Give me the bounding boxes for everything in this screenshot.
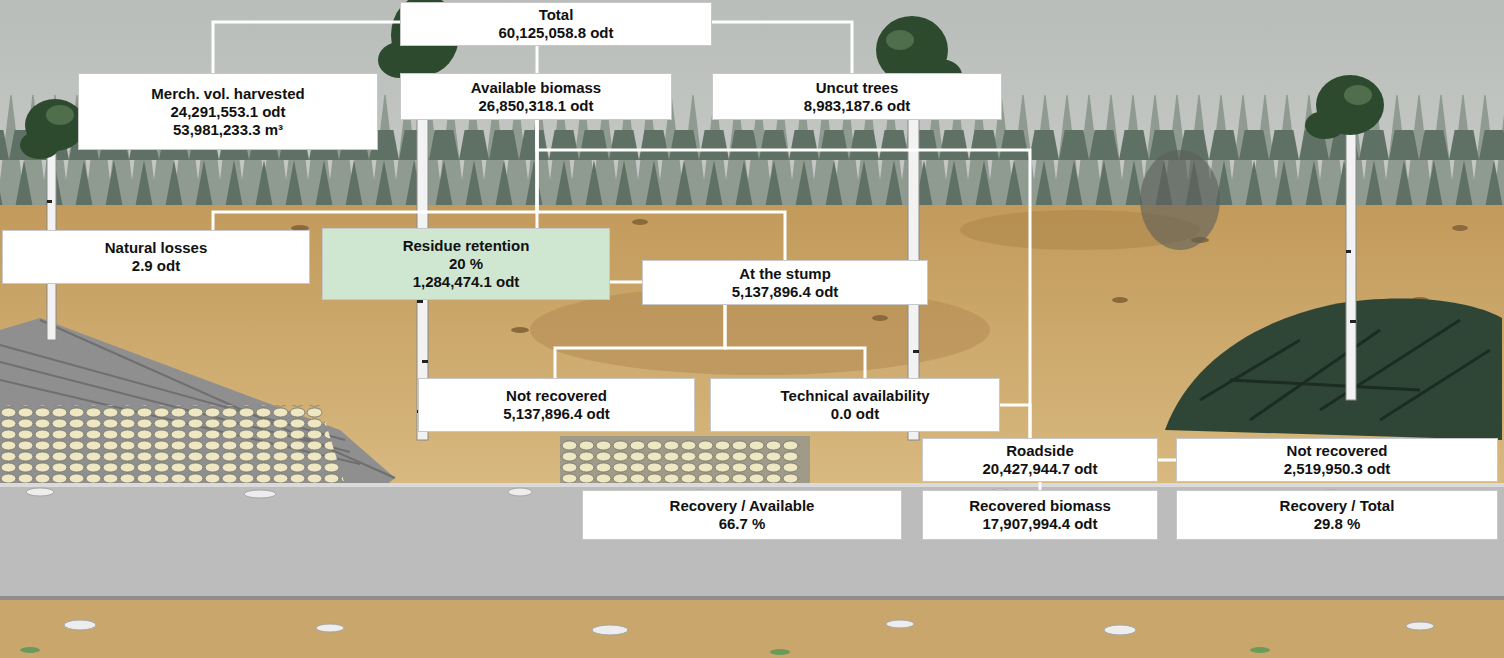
box-heading: Roadside bbox=[1006, 442, 1074, 460]
box-value: 20,427,944.7 odt bbox=[982, 460, 1097, 478]
box-value: 20 % bbox=[449, 255, 483, 273]
connector-line bbox=[610, 281, 642, 284]
flow-box: Not recovered5,137,896.4 odt bbox=[418, 378, 695, 432]
box-value: 60,125,058.8 odt bbox=[498, 24, 613, 42]
flow-box: Roadside20,427,944.7 odt bbox=[922, 438, 1158, 482]
box-value: 2,519,950.3 odt bbox=[1284, 460, 1391, 478]
box-heading: Recovery / Available bbox=[670, 497, 815, 515]
connector-line bbox=[712, 22, 852, 73]
box-heading: Natural losses bbox=[105, 239, 208, 257]
box-heading: Available biomass bbox=[471, 79, 601, 97]
box-heading: Recovery / Total bbox=[1280, 497, 1395, 515]
flow-box: Available biomass26,850,318.1 odt bbox=[400, 73, 672, 120]
box-value: 5,137,896.4 odt bbox=[732, 283, 839, 301]
flow-box: Recovery / Total29.8 % bbox=[1176, 490, 1498, 540]
box-value: 17,907,994.4 odt bbox=[982, 515, 1097, 533]
connector-line bbox=[213, 22, 400, 73]
box-heading: Merch. vol. harvested bbox=[151, 85, 304, 103]
flow-box: Technical availability0.0 odt bbox=[710, 378, 1000, 432]
box-heading: Total bbox=[539, 6, 574, 24]
flow-box: Merch. vol. harvested24,291,553.1 odt53,… bbox=[78, 73, 378, 150]
flow-box: Recovery / Available66.7 % bbox=[582, 490, 902, 540]
connector-line bbox=[725, 305, 865, 378]
flow-box: At the stump5,137,896.4 odt bbox=[642, 260, 928, 305]
flow-box: Uncut trees8,983,187.6 odt bbox=[712, 73, 1002, 120]
flow-box: Recovered biomass17,907,994.4 odt bbox=[922, 490, 1158, 540]
flow-box: Natural losses2.9 odt bbox=[2, 230, 310, 284]
box-value: 26,850,318.1 odt bbox=[478, 97, 593, 115]
box-heading: Not recovered bbox=[1287, 442, 1388, 460]
box-heading: Residue retention bbox=[403, 237, 530, 255]
box-value: 66.7 % bbox=[719, 515, 766, 533]
connector-line bbox=[1158, 459, 1176, 462]
connector-line bbox=[1039, 482, 1042, 490]
box-heading: Technical availability bbox=[781, 387, 930, 405]
box-value: 2.9 odt bbox=[132, 257, 180, 275]
box-value: 1,284,474.1 odt bbox=[413, 273, 520, 291]
flow-box: Residue retention20 %1,284,474.1 odt bbox=[322, 228, 610, 300]
box-heading: Recovered biomass bbox=[969, 497, 1111, 515]
box-heading: Not recovered bbox=[506, 387, 607, 405]
connector-line bbox=[1000, 405, 1030, 438]
connector-line bbox=[536, 46, 539, 73]
box-heading: Uncut trees bbox=[816, 79, 899, 97]
box-value: 0.0 odt bbox=[831, 405, 879, 423]
box-value: 29.8 % bbox=[1314, 515, 1361, 533]
box-value: 24,291,553.1 odt bbox=[170, 103, 285, 121]
box-heading: At the stump bbox=[739, 265, 831, 283]
box-value: 5,137,896.4 odt bbox=[503, 405, 610, 423]
flow-box: Not recovered2,519,950.3 odt bbox=[1176, 438, 1498, 482]
box-value: 53,981,233.3 m³ bbox=[173, 121, 283, 139]
box-value: 8,983,187.6 odt bbox=[804, 97, 911, 115]
connector-line bbox=[555, 305, 725, 378]
flow-box: Total60,125,058.8 odt bbox=[400, 2, 712, 46]
